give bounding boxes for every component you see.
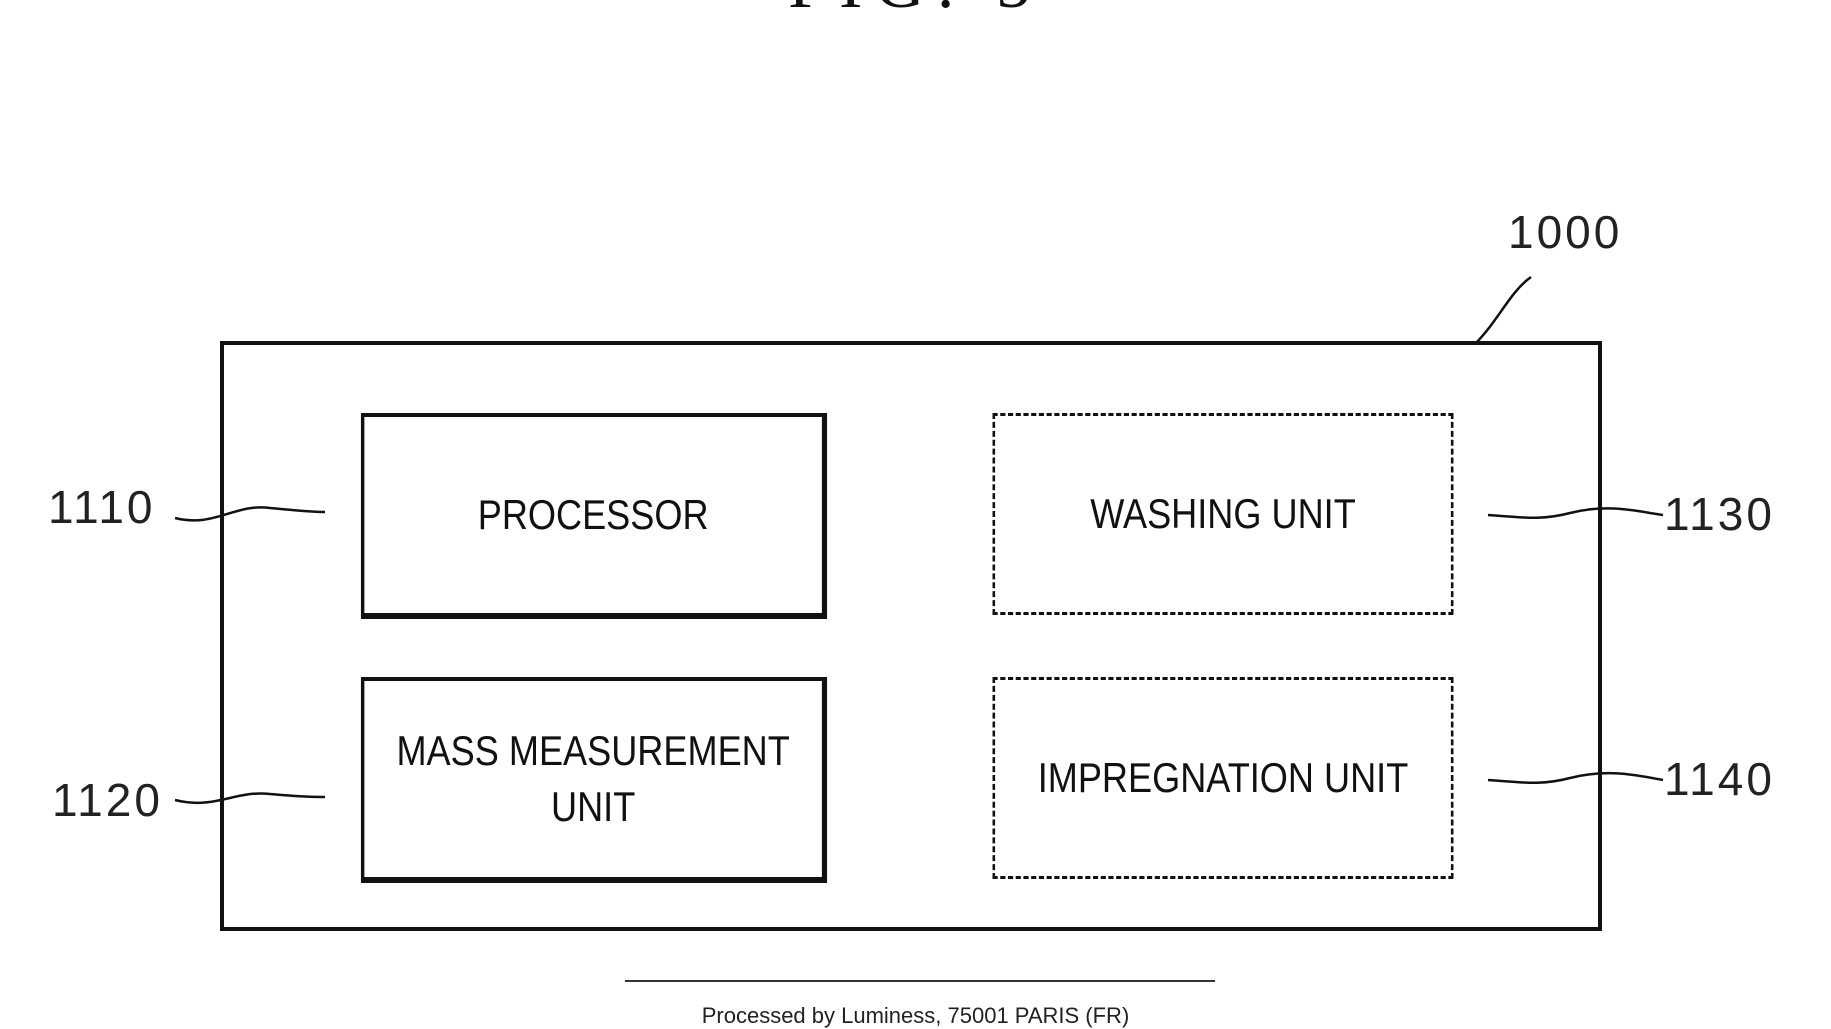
washing-unit-block: WASHING UNIT <box>993 413 1454 615</box>
ref-label-1130: 1130 <box>1664 487 1775 541</box>
leader-line-1000 <box>1476 277 1531 343</box>
figure-title: FIG. 5 <box>0 0 1831 25</box>
ref-label-1140: 1140 <box>1664 752 1775 806</box>
footer-rule <box>625 980 1215 982</box>
washing-unit-label: WASHING UNIT <box>1090 486 1356 542</box>
mass-measurement-label-line2: UNIT <box>551 779 635 835</box>
ref-label-1120: 1120 <box>52 773 163 827</box>
impregnation-unit-label: IMPREGNATION UNIT <box>1038 750 1409 806</box>
impregnation-unit-block: IMPREGNATION UNIT <box>993 677 1454 879</box>
processor-block: PROCESSOR <box>361 413 827 619</box>
mass-measurement-label-line1: MASS MEASUREMENT <box>396 723 789 779</box>
processor-label: PROCESSOR <box>478 487 709 543</box>
ref-label-1000: 1000 <box>1508 205 1622 259</box>
ref-label-1110: 1110 <box>48 480 156 534</box>
footer-text: Processed by Luminess, 75001 PARIS (FR) <box>0 1003 1831 1029</box>
mass-measurement-unit-block: MASS MEASUREMENT UNIT <box>361 677 827 883</box>
